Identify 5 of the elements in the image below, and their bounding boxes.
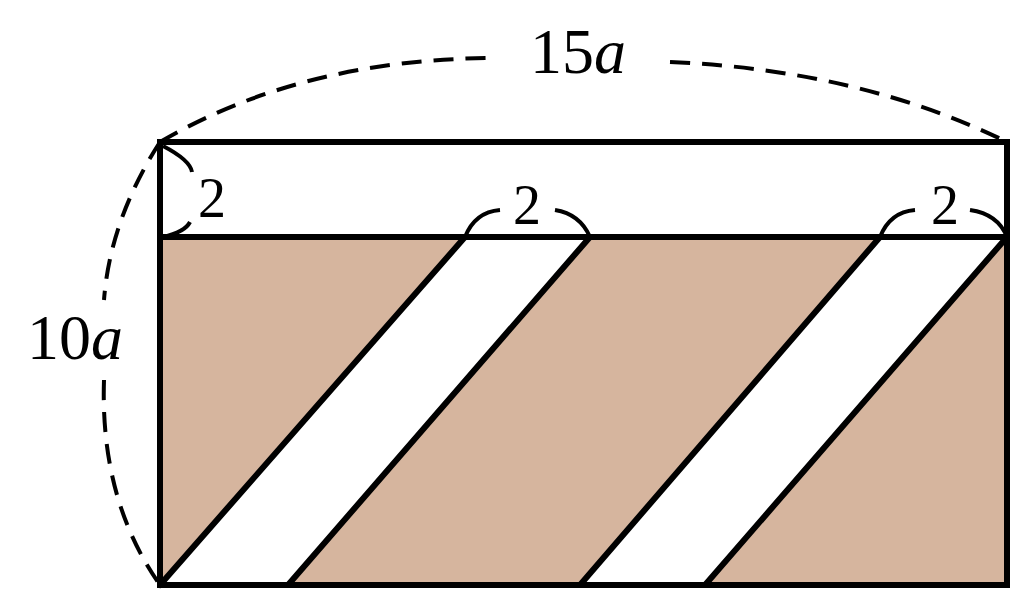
dimension-label: 2 [198,170,226,226]
dimension-label: 2 [513,177,541,233]
dimension-label: 2 [931,177,959,233]
dimension-label: 10a [27,306,123,370]
dimension-label: 15a [530,20,626,84]
